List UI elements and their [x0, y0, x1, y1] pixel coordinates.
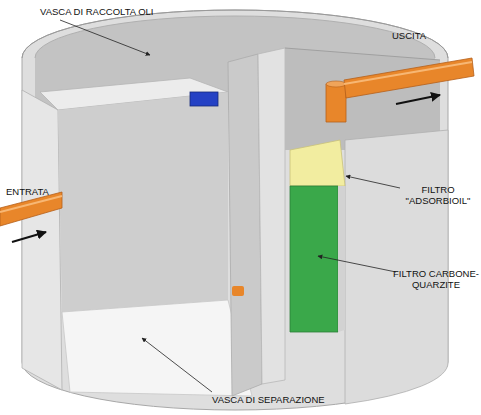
- leader-line: [346, 176, 400, 188]
- separation-chamber-floor: [62, 300, 252, 396]
- transfer-pipe: [232, 286, 244, 296]
- tank-rim: [22, 10, 448, 58]
- partition-wall: [228, 54, 262, 396]
- outlet-pipe: [344, 58, 474, 98]
- outlet-pipe-highlight: [344, 62, 472, 84]
- tank-body: [22, 10, 448, 410]
- callout-label: FILTRO "ADSORBIOIL": [398, 184, 478, 206]
- blue-valve: [190, 92, 218, 106]
- outlet-tee-top: [326, 81, 346, 87]
- outlet-flow-arrow: [396, 95, 440, 104]
- leader-line: [318, 256, 396, 272]
- callout-label: FILTRO CARBONE-QUARZITE: [390, 268, 481, 290]
- callout-label: VASCA DI SEPARAZIONE: [212, 394, 372, 405]
- inlet-pipe-highlight: [0, 196, 62, 212]
- tank-wall-section: [22, 90, 62, 390]
- tank-rim-inner: [35, 16, 435, 58]
- leader-line: [142, 338, 212, 392]
- separation-chamber-wall: [58, 92, 228, 312]
- callout-label: USCITA: [392, 30, 452, 41]
- tank-wall-right: [345, 130, 448, 404]
- adsorbioil-filter: [290, 140, 345, 186]
- inlet-pipe: [0, 192, 62, 226]
- leader-line: [60, 20, 150, 55]
- filter-frame: [338, 186, 345, 332]
- callout-label: VASCA DI RACCOLTA OLI: [40, 6, 200, 17]
- filter-chamber-edge: [285, 48, 440, 60]
- partition-side: [258, 48, 285, 384]
- callout-label: ENTRATA: [6, 186, 76, 197]
- outlet-tee: [326, 84, 346, 122]
- inlet-flow-arrow: [12, 232, 46, 242]
